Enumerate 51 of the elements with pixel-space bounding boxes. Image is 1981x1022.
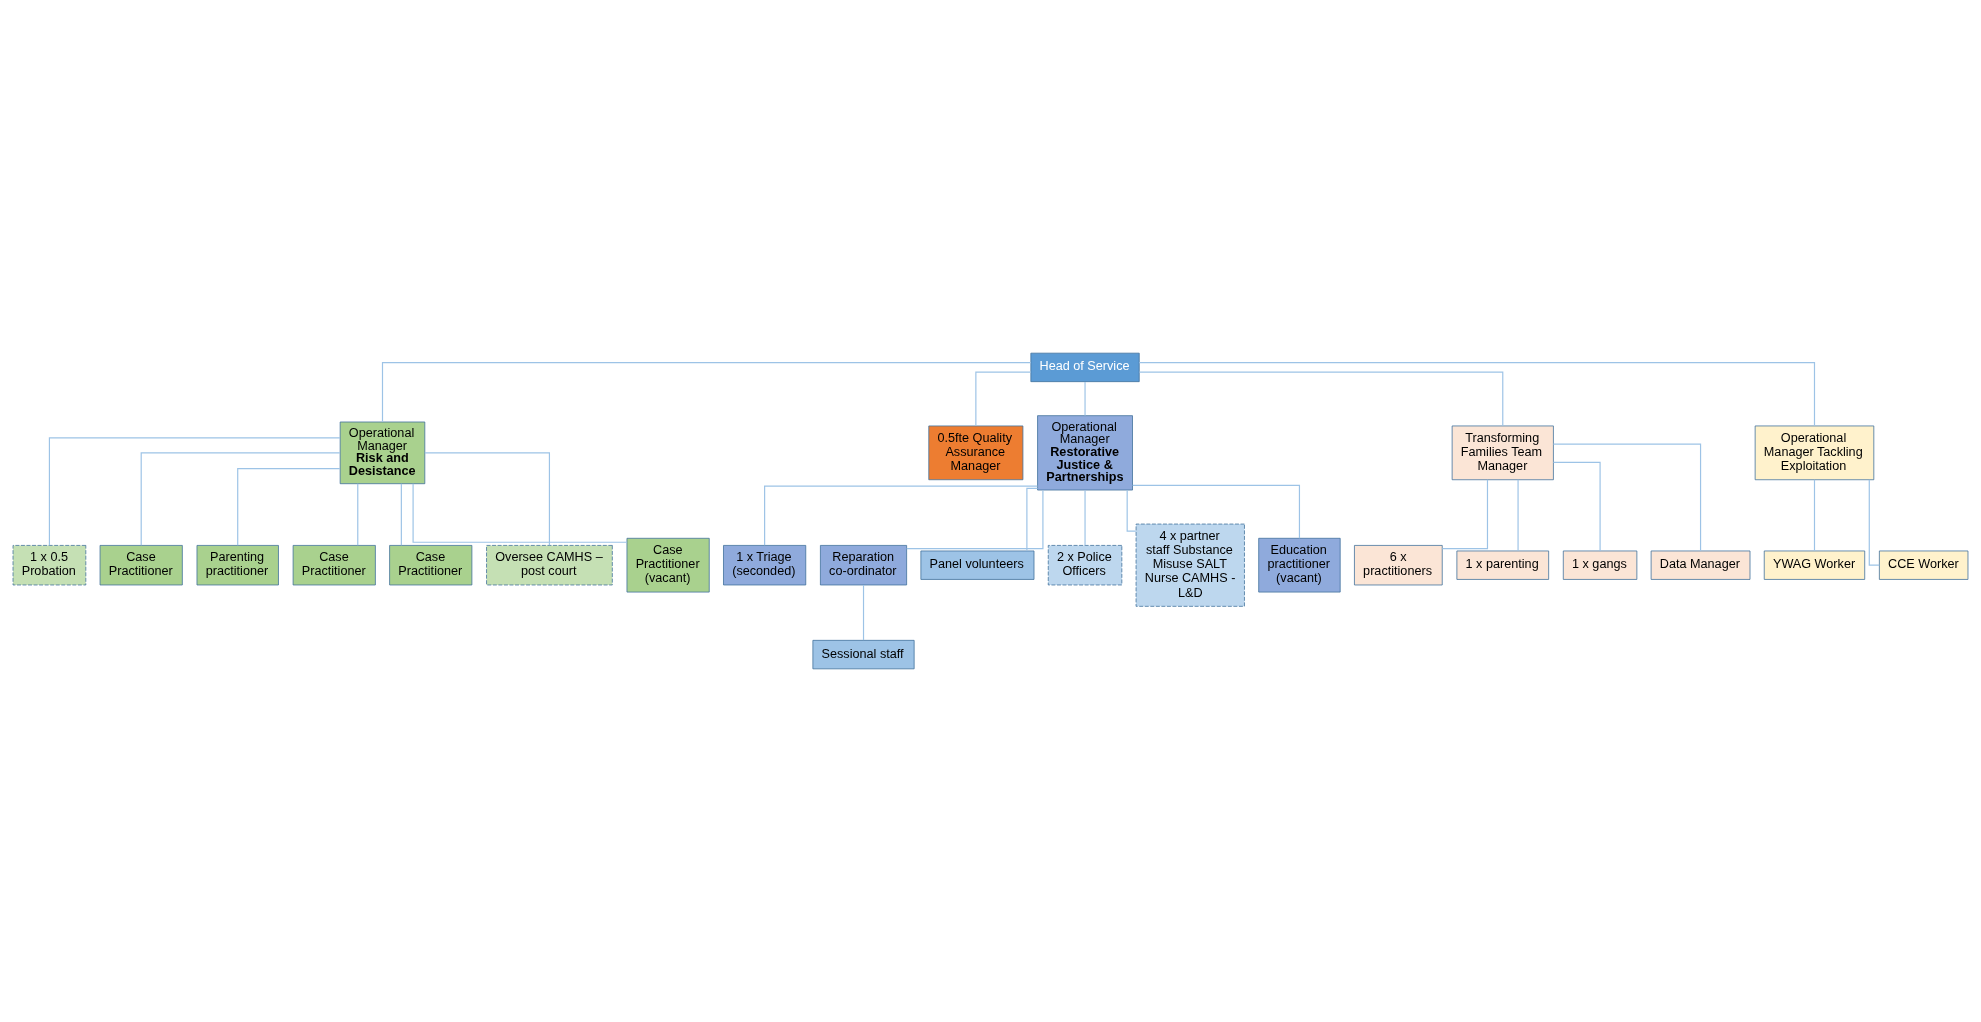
node-box: Sessional staff [812,639,915,670]
connector [381,362,1032,423]
node-box: Head of Service [1030,352,1140,383]
node-box: 6 x practitioners [1354,545,1443,586]
node-box: Panel volunteers [920,550,1035,580]
node-box: Oversee CAMHS – post court [486,545,613,586]
node-box: Education practitioner (vacant) [1258,537,1341,593]
connector [862,584,865,641]
connector [1813,479,1816,552]
node-box: 1 x 0.5 Probation [12,545,87,586]
connector [1084,381,1086,417]
connector [1138,362,1816,427]
node-box: Operational Manager Restorative Justice & Partnerships [1037,415,1133,491]
node-box: Operational Manager Tackling Exploitation [1754,425,1875,481]
node-box: 2 x Police Officers [1047,545,1123,586]
node-box: Operational Manager Risk and Desistance [339,421,426,485]
connector [1517,479,1519,552]
connector [906,489,1044,550]
connector [1084,489,1086,546]
connector [412,483,628,543]
node-box: YWAG Worker [1763,550,1866,580]
connector [237,468,341,546]
node-box: 1 x Triage (seconded) [723,545,807,586]
node-box: CCE Worker [1878,550,1969,580]
node-box: Case Practitioner [389,545,473,586]
connector [1868,479,1880,566]
node-box: Case Practitioner [292,545,376,586]
connector [1026,487,1039,552]
node-box: Transforming Families Team Manager [1451,425,1554,481]
connector [1138,371,1504,427]
node-box: Data Manager [1650,550,1751,580]
connector [1132,484,1301,539]
connector [1552,443,1702,552]
node-box: 1 x parenting [1456,550,1550,580]
connector [1552,461,1601,552]
node-box: Case Practitioner [99,545,183,586]
node-box: 4 x partner staff Substance Misuse SALT Nurse CAMHS - L&D [1135,523,1245,607]
node-box: Case Practitioner (vacant) [626,537,710,593]
connector [48,437,341,546]
connector [424,452,551,546]
connector [1441,479,1489,550]
connector [1126,489,1137,532]
node-box: Parenting practitioner [196,545,279,586]
connector [400,483,402,546]
connector [764,485,1038,546]
node-box: 1 x gangs [1562,550,1638,580]
connector [357,483,359,546]
node-box: Reparation co-ordinator [820,545,908,586]
node-box: 0.5fte Quality Assurance Manager [928,425,1024,481]
connector [140,452,341,546]
connector [975,371,1032,427]
